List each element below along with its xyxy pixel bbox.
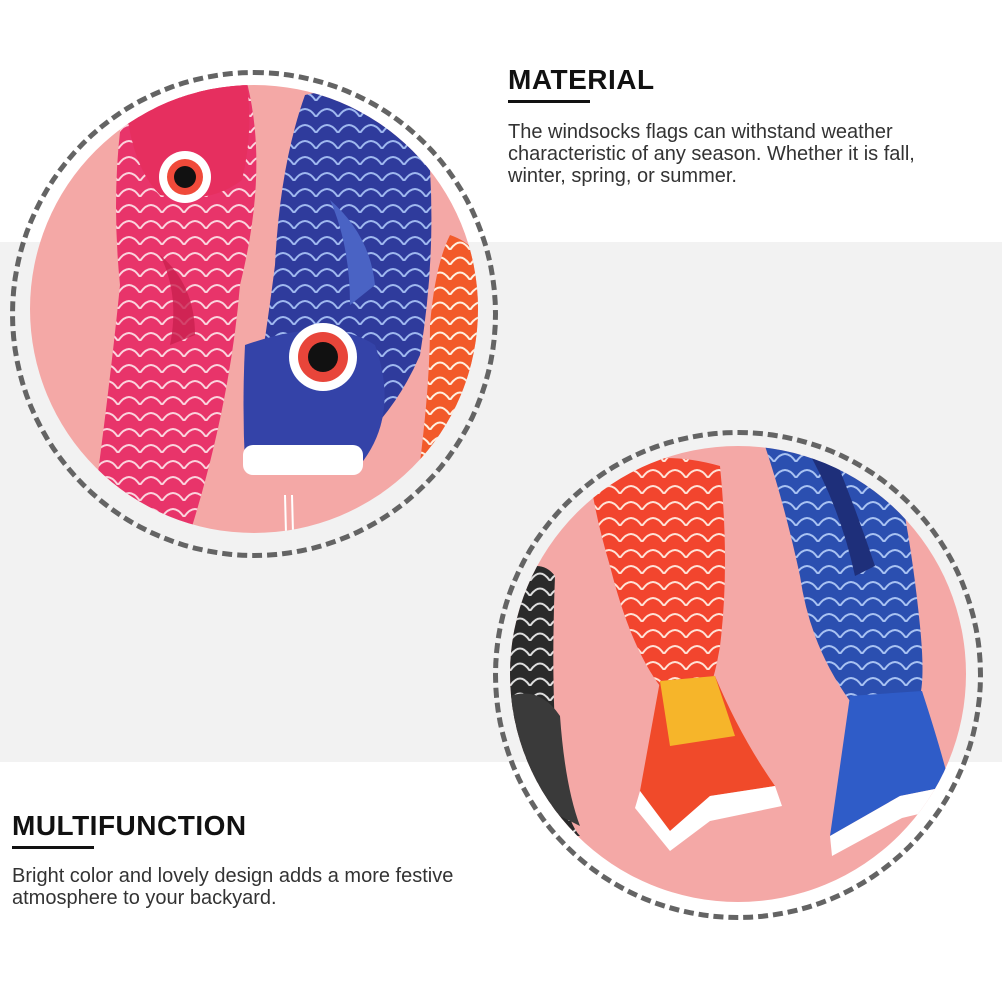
multifunction-underline: [12, 846, 94, 849]
material-underline: [508, 100, 590, 103]
koi-heads-ring: [10, 70, 498, 558]
koi-tails-ring: [493, 430, 983, 920]
multifunction-heading: MULTIFUNCTION: [12, 810, 247, 841]
multifunction-description: Bright color and lovely design adds a mo…: [12, 865, 454, 909]
material-heading: MATERIAL: [508, 64, 655, 95]
material-description: The windsocks flags can withstand weathe…: [508, 121, 915, 187]
